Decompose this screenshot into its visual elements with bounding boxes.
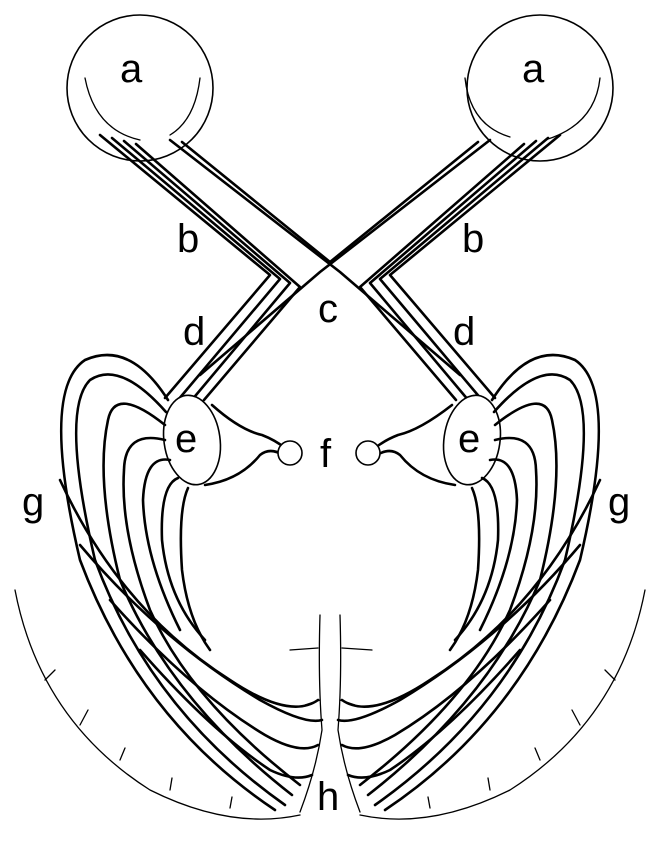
right-optic-nerve-bundle bbox=[200, 135, 560, 401]
label-e-right: e bbox=[458, 417, 480, 461]
label-b-left: b bbox=[177, 217, 199, 261]
label-a-right: a bbox=[522, 47, 545, 91]
right-pretectal-branch bbox=[356, 405, 455, 485]
label-d-left: d bbox=[183, 310, 205, 354]
label-g-left: g bbox=[22, 480, 44, 524]
label-b-right: b bbox=[462, 217, 484, 261]
label-a-left: a bbox=[120, 47, 143, 91]
label-f: f bbox=[320, 432, 332, 476]
label-c-chiasm: c bbox=[318, 287, 338, 331]
label-d-right: d bbox=[453, 310, 475, 354]
label-e-left: e bbox=[175, 417, 197, 461]
left-optic-nerve-bundle bbox=[100, 135, 460, 401]
label-h: h bbox=[317, 775, 339, 819]
label-g-right: g bbox=[608, 480, 630, 524]
